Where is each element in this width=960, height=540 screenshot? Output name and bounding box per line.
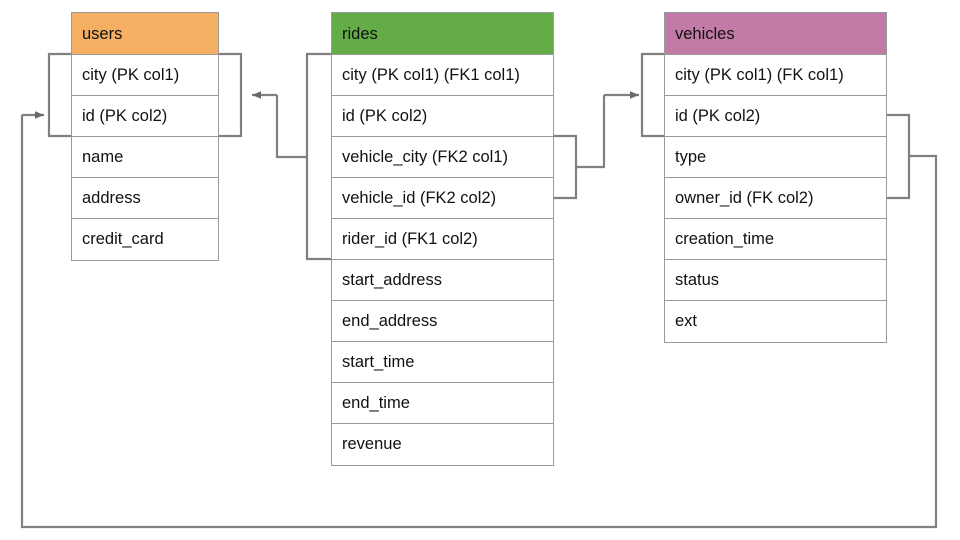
link-vehicles-to-users <box>20 115 938 529</box>
column-row: ext <box>675 312 698 330</box>
table-header-vehicles: vehicles <box>665 13 886 55</box>
entity-table-rides[interactable]: rides city (PK col1) (FK1 col1) id (PK c… <box>331 12 554 466</box>
table-header-rides: rides <box>332 13 553 55</box>
column-row: credit_card <box>82 230 164 248</box>
bracket-users-right <box>219 52 243 138</box>
bracket-vehicles-right <box>887 113 911 200</box>
bracket-vehicles-left <box>640 52 664 138</box>
bracket-rides-right <box>554 134 578 200</box>
column-row: rider_id (FK1 col2) <box>332 219 553 260</box>
column-row: city (PK col1) (FK1 col1) <box>332 55 553 96</box>
column-row: end_address <box>332 301 553 342</box>
column-row: city (PK col1) <box>72 55 218 96</box>
entity-table-vehicles[interactable]: vehicles city (PK col1) (FK col1) id (PK… <box>664 12 887 343</box>
column-row: id (PK col2) <box>72 96 218 137</box>
table-header-users: users <box>72 13 218 55</box>
bracket-users-left <box>47 52 71 138</box>
column-row: end_time <box>332 383 553 424</box>
column-row: owner_id (FK col2) <box>665 178 886 219</box>
column-row: city (PK col1) (FK col1) <box>665 55 886 96</box>
column-row: address <box>72 178 218 219</box>
bracket-rides-left <box>305 52 331 261</box>
column-row: start_address <box>332 260 553 301</box>
link-rides-to-users <box>275 95 307 159</box>
column-row: vehicle_id (FK2 col2) <box>332 178 553 219</box>
column-row: vehicle_city (FK2 col1) <box>332 137 553 178</box>
column-row: status <box>665 260 886 301</box>
entity-table-users[interactable]: users city (PK col1) id (PK col2) name a… <box>71 12 219 261</box>
column-row: creation_time <box>665 219 886 260</box>
column-row: name <box>72 137 218 178</box>
column-row: type <box>665 137 886 178</box>
column-row: revenue <box>342 435 402 453</box>
link-rides-to-vehicles <box>576 95 606 169</box>
column-row: start_time <box>332 342 553 383</box>
column-row: id (PK col2) <box>665 96 886 137</box>
column-row: id (PK col2) <box>332 96 553 137</box>
